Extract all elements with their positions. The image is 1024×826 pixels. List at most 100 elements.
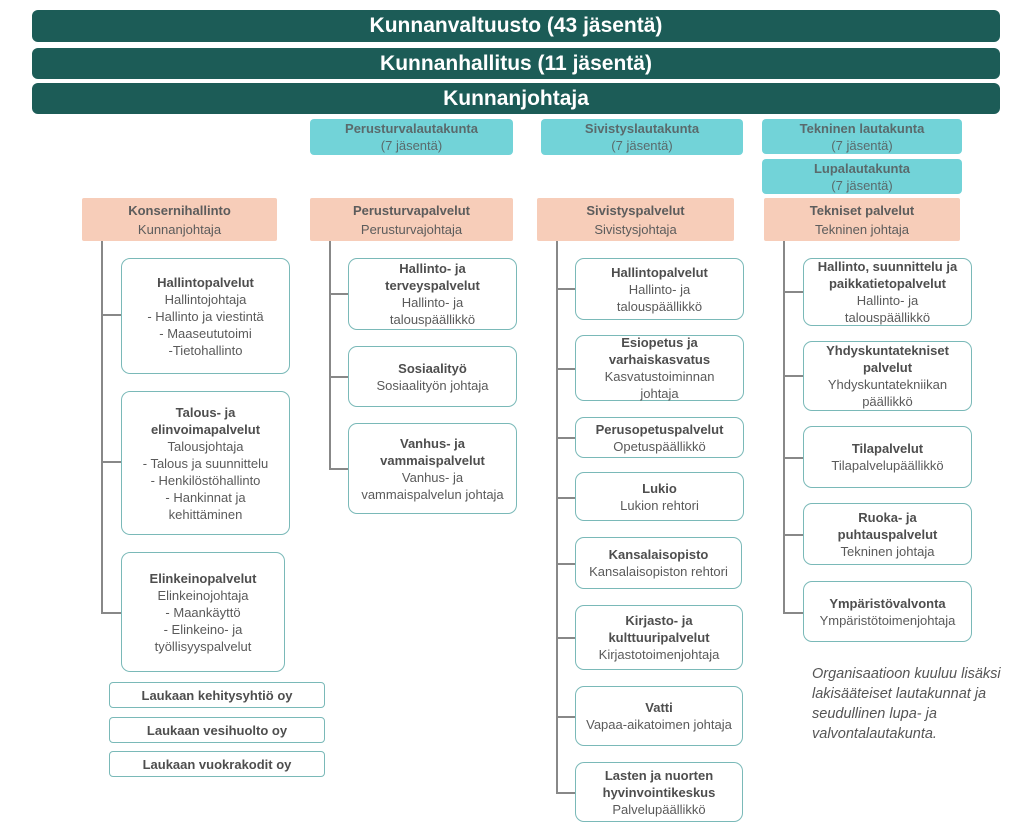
connector-tekninen [783,241,785,613]
unit-line: - Hallinto ja viestintä [147,308,264,324]
footnote: Organisaatioon kuuluu lisäksi lakisäätei… [812,666,1001,742]
connector-branch [101,612,121,614]
unit-box: Ruoka- ja puhtauspalvelut Tekninen johta… [803,503,972,565]
division-tekninen: Tekniset palvelut Tekninen johtaja [764,198,960,241]
unit-line: Yhdyskuntatekniikan päällikkö [827,377,948,409]
committee-name: Lupalautakunta [813,160,911,176]
unit-title: Hallintopalvelut [157,274,254,290]
connector-branch [556,437,576,439]
division-perusturva: Perusturvapalvelut Perusturvajohtaja [310,198,513,241]
connector-branch [329,468,349,470]
unit-title: Ympäristövalvonta [829,595,946,611]
committee-name: Perusturvalautakunta [345,121,478,136]
division-subtitle: Perusturvajohtaja [360,221,463,237]
unit-line: Vapaa-aikatoimen johtaja [586,717,732,732]
company-name: Laukaan kehitysyhtiö oy [141,687,293,703]
unit-line: Palvelupäällikkö [612,801,706,817]
unit-title: Lukio [642,480,677,496]
unit-box: Vanhus- ja vammaispalvelut Vanhus- ja va… [348,423,517,514]
unit-line: - Hankinnat ja kehittäminen [165,489,246,522]
unit-box: Esiopetus ja varhaiskasvatus Kasvatustoi… [575,335,744,401]
unit-box: Talous- ja elinvoimapalvelut Talousjohta… [121,391,290,535]
unit-title: Yhdyskuntatekniset palvelut [826,343,949,375]
unit-title: Lasten ja nuorten hyvinvointikeskus [602,767,716,800]
unit-box: Lukio Lukion rehtori [575,472,744,521]
division-title: Konsernihallinto [128,202,231,218]
division-subtitle: Sivistysjohtaja [594,221,677,237]
company-name: Laukaan vuokrakodit oy [142,756,292,772]
unit-line: Hallinto- ja talouspäällikkö [844,293,931,325]
unit-title: Vanhus- ja vammaispalvelut [380,435,485,468]
manager-band: Kunnanjohtaja [32,83,1000,114]
unit-line: Tekninen johtaja [840,543,935,559]
unit-title: Esiopetus ja varhaiskasvatus [608,335,711,367]
unit-title: Perusopetuspalvelut [595,421,724,437]
unit-line: Ympäristötoimenjohtaja [819,612,956,628]
unit-box: Kirjasto- ja kulttuuripalvelut Kirjastot… [575,605,743,670]
company-name: Laukaan vesihuolto oy [146,722,288,738]
unit-line: - Maankäyttö [165,604,241,620]
company-box: Laukaan kehitysyhtiö oy [109,682,325,708]
unit-title: Ruoka- ja puhtauspalvelut [837,509,938,542]
unit-line: - Maaseututoimi [159,325,252,341]
connector-branch [783,534,803,536]
council-band: Kunnanvaltuusto (43 jäsentä) [32,10,1000,42]
division-title: Tekniset palvelut [809,202,915,218]
unit-box: Ympäristövalvonta Ympäristötoimenjohtaja [803,581,972,642]
unit-line: Kasvatustoiminnan johtaja [604,369,715,401]
connector-branch [556,716,576,718]
unit-line: Lukion rehtori [620,497,699,513]
unit-title: Vatti [645,700,673,715]
committee-members: (7 jäsentä) [831,177,893,193]
unit-line: - Elinkeino- ja työllisyyspalvelut [154,621,252,654]
committee-sivistys: Sivistyslautakunta (7 jäsentä) [541,119,743,155]
unit-title: Elinkeinopalvelut [149,570,257,586]
division-title: Sivistyspalvelut [586,202,685,218]
connector-branch [101,461,121,463]
unit-line: -Tietohallinto [168,342,243,358]
connector-branch [783,375,803,377]
committee-name: Sivistyslautakunta [584,121,700,136]
connector-branch [329,376,349,378]
unit-title: Kansalaisopisto [608,547,709,562]
committee-name: Tekninen lautakunta [799,120,925,136]
unit-title: Hallinto, suunnittelu ja paikkatietopalv… [817,259,958,291]
connector-branch [556,288,576,290]
council-label: Kunnanvaltuusto (43 jäsentä) [369,14,663,37]
unit-box: Hallintopalvelut Hallintojohtaja - Halli… [121,258,290,374]
connector-branch [556,497,576,499]
connector-branch [556,637,576,639]
unit-line: Kansalaisopiston rehtori [589,564,728,579]
connector-branch [556,792,576,794]
unit-line: - Henkilöstöhallinto [150,472,261,488]
unit-box: Perusopetuspalvelut Opetuspäällikkö [575,417,744,458]
unit-title: Kirjasto- ja kulttuuripalvelut [608,613,710,645]
unit-line: Tilapalvelupäällikkö [831,458,944,473]
unit-box: Hallinto, suunnittelu ja paikkatietopalv… [803,258,972,326]
unit-box: Sosiaalityö Sosiaalityön johtaja [348,346,517,407]
unit-box: Hallintopalvelut Hallinto- ja talouspääl… [575,258,744,320]
division-subtitle: Kunnanjohtaja [137,221,222,237]
unit-box: Kansalaisopisto Kansalaisopiston rehtori [575,537,742,589]
unit-box: Hallinto- ja terveyspalvelut Hallinto- j… [348,258,517,330]
unit-title: Sosiaalityö [398,360,467,376]
unit-box: Tilapalvelut Tilapalvelupäällikkö [803,426,972,488]
unit-line: Elinkeinojohtaja [157,587,249,603]
unit-line: Hallinto- ja talouspäällikkö [389,295,476,327]
connector-sivistys [556,241,558,793]
connector-branch [783,612,803,614]
connector-konserni [101,241,103,613]
committee-members: (7 jäsentä) [611,138,673,153]
unit-title: Tilapalvelut [851,441,924,456]
committee-perusturva: Perusturvalautakunta (7 jäsentä) [310,119,513,155]
unit-title: Hallinto- ja terveyspalvelut [385,261,480,293]
unit-line: Talousjohtaja [167,438,244,454]
division-subtitle: Tekninen johtaja [815,221,909,237]
unit-title: Talous- ja elinvoimapalvelut [150,404,261,437]
connector-branch [783,291,803,293]
connector-branch [101,314,121,316]
unit-box: Lasten ja nuorten hyvinvointikeskus Palv… [575,762,743,822]
committee-members: (7 jäsentä) [831,137,893,153]
division-konserni: Konsernihallinto Kunnanjohtaja [82,198,277,241]
connector-branch [329,293,349,295]
